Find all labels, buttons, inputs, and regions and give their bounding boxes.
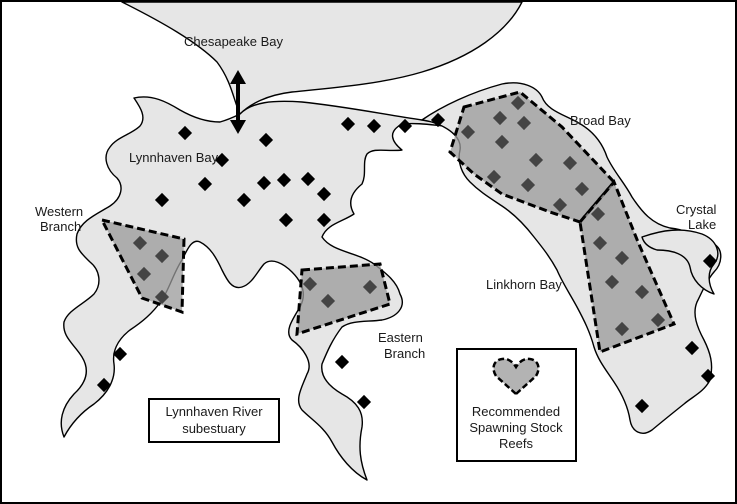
oyster-marker	[592, 235, 608, 251]
oyster-marker	[334, 354, 350, 370]
oyster-marker	[702, 253, 718, 269]
label-western-branch-2: Branch	[40, 219, 81, 234]
oyster-marker	[278, 212, 294, 228]
subestuary-line2: subestuary	[182, 421, 246, 436]
reef-western-branch	[99, 217, 186, 315]
oyster-marker	[316, 212, 332, 228]
oyster-marker	[300, 171, 316, 187]
oyster-marker	[430, 112, 446, 128]
oyster-marker	[520, 177, 536, 193]
oyster-marker	[562, 155, 578, 171]
legend-reef-heart-icon	[492, 357, 540, 396]
oyster-marker	[700, 368, 716, 384]
oyster-marker	[320, 293, 336, 309]
oyster-marker	[510, 95, 526, 111]
label-eastern-branch-1: Eastern	[378, 330, 423, 345]
legend-line3: Reefs	[499, 436, 533, 451]
oyster-marker	[366, 118, 382, 134]
legend: Recommended Spawning Stock Reefs	[456, 348, 577, 462]
oyster-marker	[614, 250, 630, 266]
subestuary-box: Lynnhaven River subestuary	[148, 398, 280, 443]
label-western-branch-1: Western	[35, 204, 83, 219]
oyster-marker	[96, 377, 112, 393]
oyster-marker	[590, 206, 606, 222]
oyster-marker	[634, 398, 650, 414]
oyster-marker	[684, 340, 700, 356]
label-chesapeake-bay: Chesapeake Bay	[184, 34, 284, 49]
label-linkhorn-bay: Linkhorn Bay	[486, 277, 562, 292]
oyster-marker	[316, 186, 332, 202]
chesapeake-bay-water	[121, 2, 523, 115]
oyster-marker	[362, 279, 378, 295]
oyster-marker	[516, 115, 532, 131]
oyster-marker	[494, 134, 510, 150]
lynnhaven-bay-water	[60, 89, 503, 481]
oyster-marker	[552, 197, 568, 213]
oyster-marker	[276, 172, 292, 188]
crystal-lake-water	[641, 229, 719, 295]
oyster-marker	[397, 118, 413, 134]
label-broad-bay: Broad Bay	[570, 113, 631, 128]
inlet-arrow	[230, 70, 246, 134]
oyster-marker	[604, 274, 620, 290]
oyster-marker	[486, 169, 502, 185]
label-eastern-branch-2: Branch	[384, 346, 425, 361]
legend-line1: Recommended	[472, 404, 560, 419]
oyster-marker	[256, 175, 272, 191]
oyster-marker	[154, 289, 170, 305]
oyster-marker	[340, 116, 356, 132]
reef-eastern-branch	[295, 262, 392, 337]
label-lynnhaven-bay: Lynnhaven Bay	[129, 150, 219, 165]
oyster-marker	[136, 266, 152, 282]
oyster-marker	[492, 110, 508, 126]
subestuary-line1: Lynnhaven River	[165, 404, 263, 419]
oyster-marker	[650, 312, 666, 328]
oyster-marker	[460, 124, 476, 140]
reef-linkhorn-bay	[578, 179, 677, 355]
oyster-marker	[302, 276, 318, 292]
oyster-marker	[614, 321, 630, 337]
label-crystal-lake-1: Crystal	[676, 202, 717, 217]
oyster-marker	[574, 181, 590, 197]
oyster-marker	[356, 394, 372, 410]
label-crystal-lake-2: Lake	[688, 217, 716, 232]
oyster-marker	[112, 346, 128, 362]
oyster-marker	[258, 132, 274, 148]
oyster-marker	[634, 284, 650, 300]
oyster-marker	[528, 152, 544, 168]
legend-line2: Spawning Stock	[469, 420, 563, 435]
